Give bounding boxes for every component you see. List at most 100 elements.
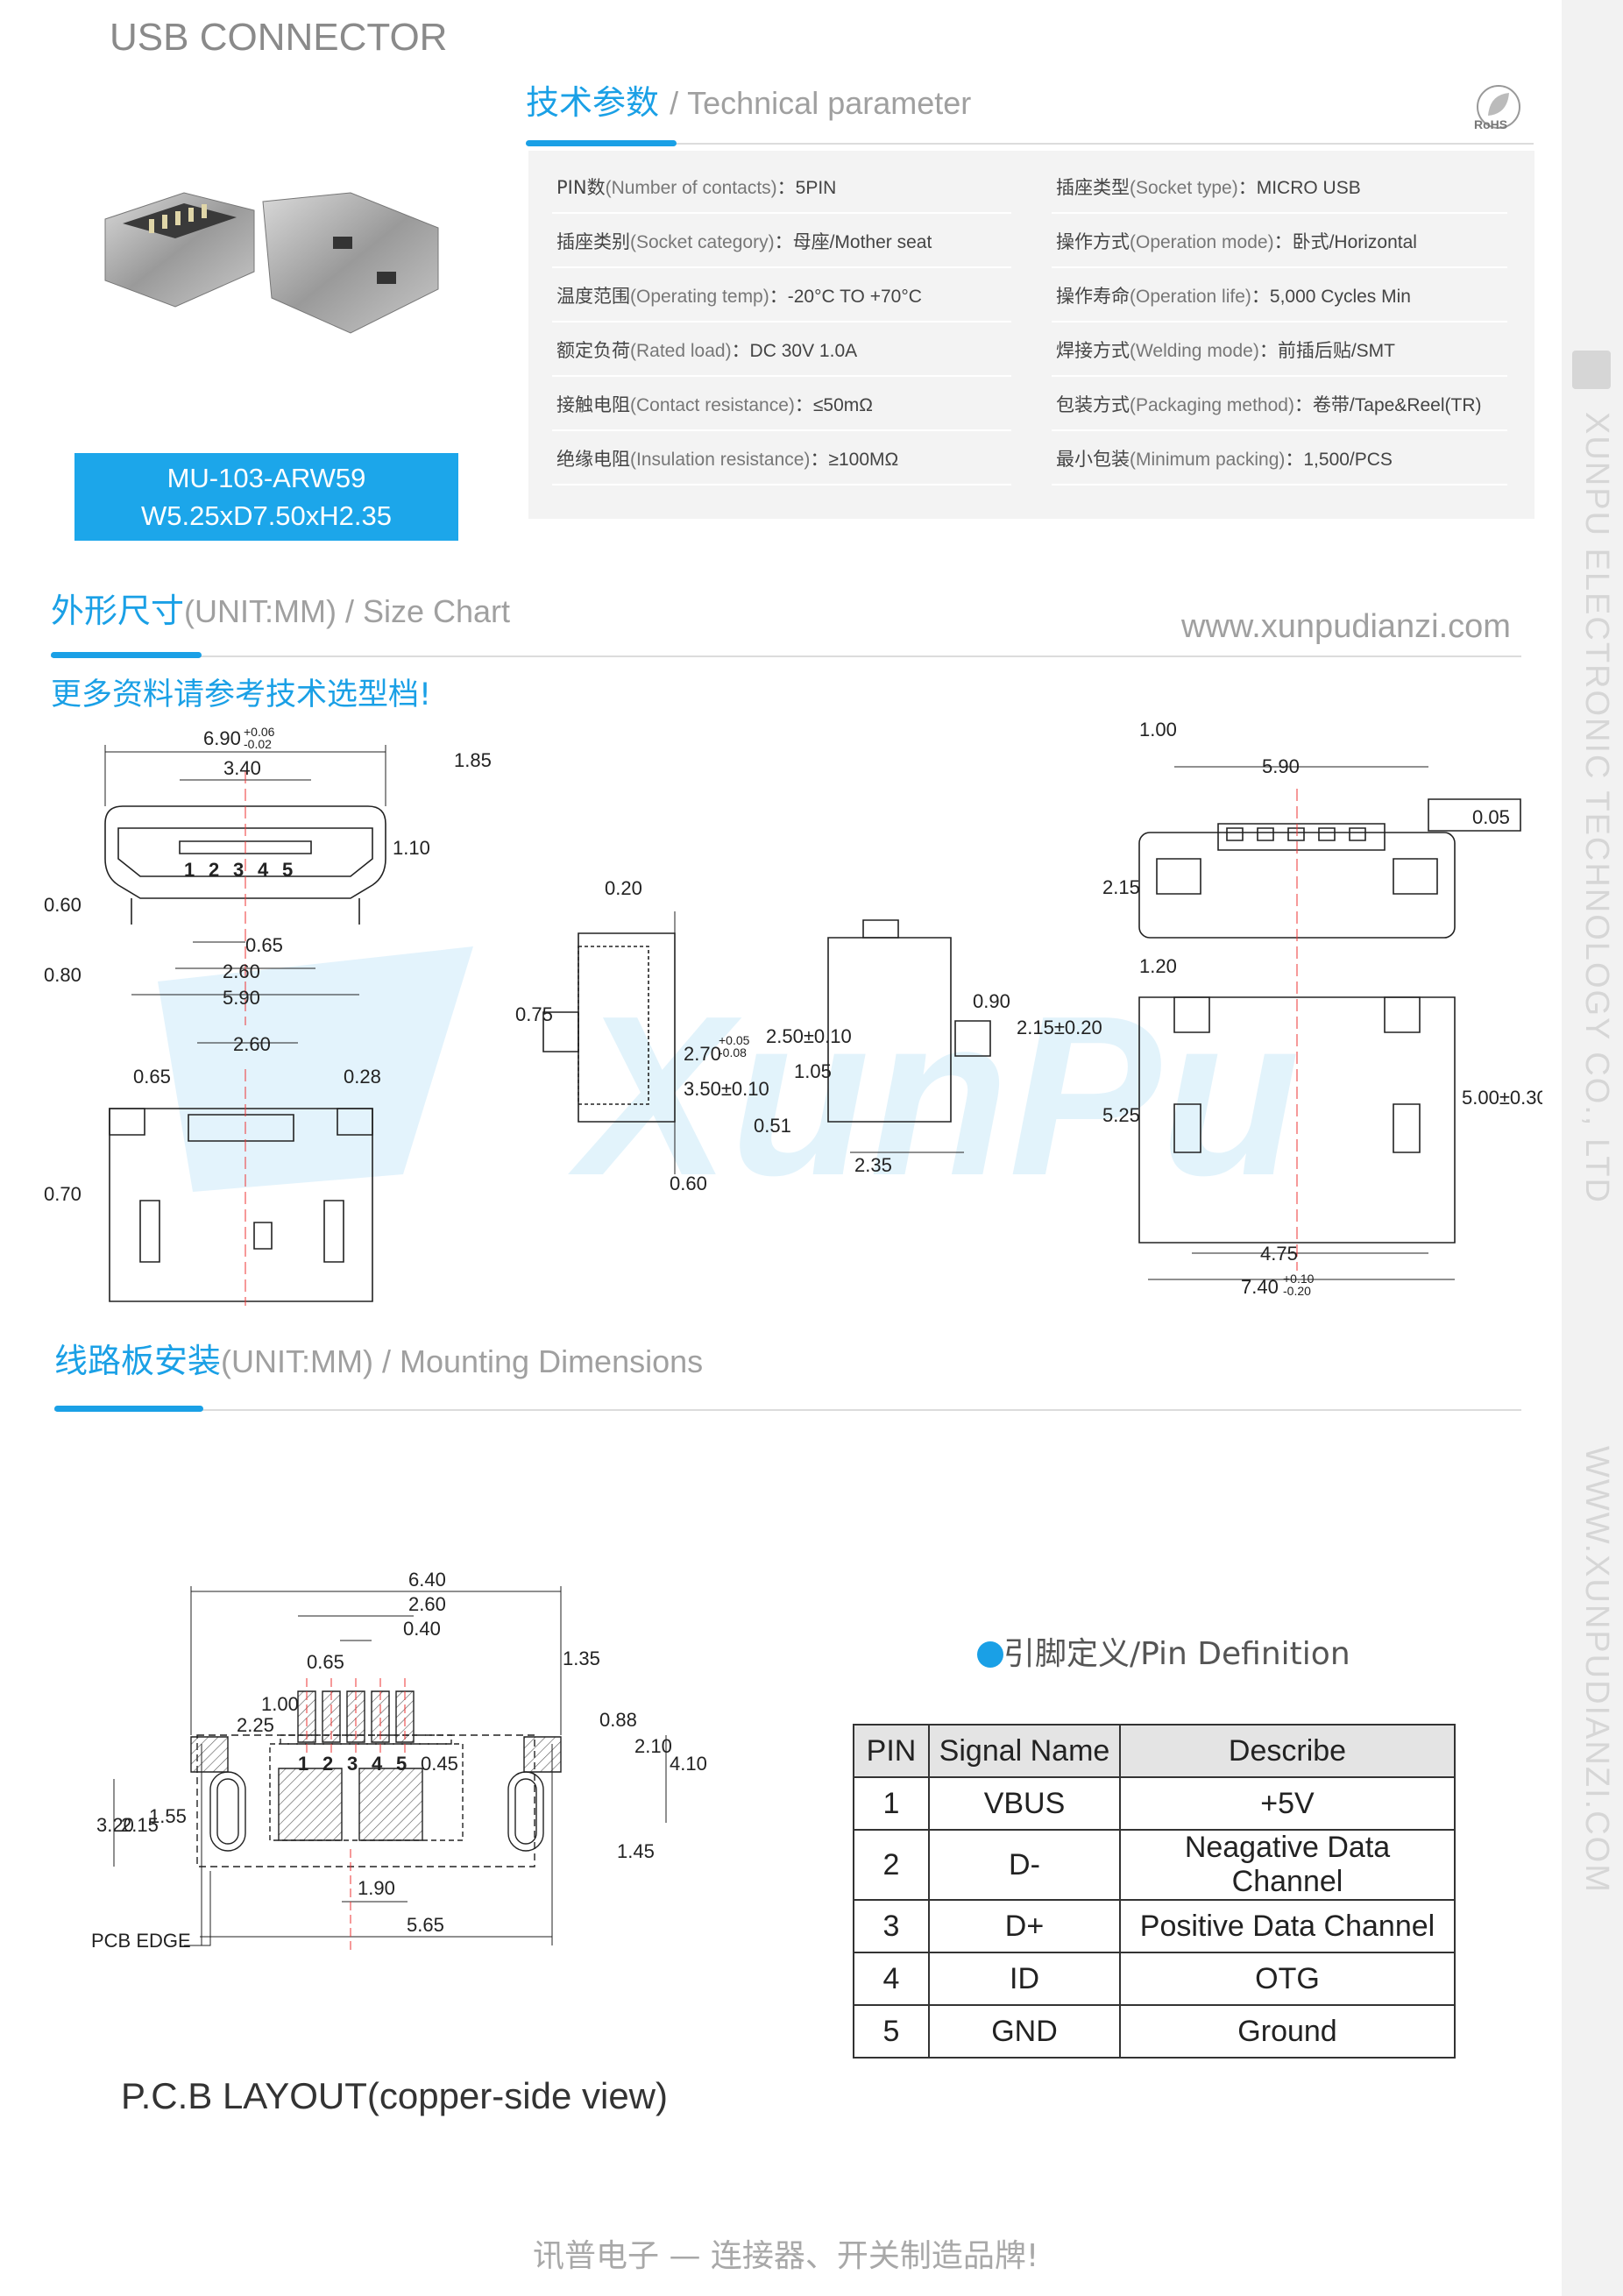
dim-p-2-25: 2.25 (237, 1714, 274, 1736)
param-right-3: 焊接方式(Welding mode)：前插后贴/SMT (1056, 337, 1395, 363)
param-divider (552, 375, 1011, 377)
dim-5-90a: 5.90 (223, 987, 260, 1009)
pin-cell: 3 (853, 1899, 930, 1953)
param-label-en: (Rated load) (630, 341, 732, 361)
pin-number-3: 3 (233, 859, 244, 881)
describe-cell: +5V (1119, 1776, 1456, 1831)
param-value: ：5,000 Cycles Min (1251, 287, 1411, 307)
param-label-cn: 接触电阻 (556, 394, 630, 415)
param-left-0: PIN数(Number of contacts)：5PIN (556, 174, 836, 200)
param-label-cn: 操作寿命 (1056, 286, 1130, 307)
dim-p-0-65: 0.65 (307, 1651, 344, 1673)
param-value: ：前插后贴/SMT (1258, 341, 1396, 361)
dim-tol-p010: +0.10 (1283, 1272, 1315, 1286)
param-label-cn: 焊接方式 (1056, 340, 1130, 361)
table-header-row: PIN Signal Name Describe (853, 1724, 1456, 1778)
dim-2-60b: 2.60 (233, 1033, 271, 1055)
dim-1-05: 1.05 (794, 1060, 832, 1082)
param-divider (1052, 375, 1507, 377)
mounting-title-en: (UNIT:MM) / Mounting Dimensions (221, 1343, 704, 1379)
mounting-title-cn: 线路板安装 (54, 1342, 222, 1380)
size-chart-title-cn: 外形尺寸 (51, 592, 185, 630)
dim-1-10: 1.10 (393, 837, 430, 859)
signal-cell: GND (928, 2004, 1121, 2059)
size-chart-rule-accent (51, 652, 202, 658)
signal-cell: D- (928, 1829, 1121, 1901)
pin-number-2: 2 (209, 859, 219, 881)
param-label-en: (Operation life) (1130, 287, 1251, 307)
param-label-en: (Contact resistance) (630, 395, 795, 415)
tech-title-en: / Technical parameter (670, 85, 972, 121)
dim-2-60a: 2.60 (223, 960, 260, 982)
xunpu-watermark: XunPu (158, 946, 1300, 1223)
pcb-pin-number-1: 1 (298, 1753, 308, 1775)
param-value: ：5PIN (776, 178, 837, 198)
size-chart-title-en: (UNIT:MM) / Size Chart (184, 593, 511, 629)
dim-0-80: 0.80 (44, 964, 82, 986)
param-value: ：卷带/Tape&Reel(TR) (1293, 395, 1482, 415)
dim-0-60: 0.60 (44, 894, 82, 916)
param-value: ：1,500/PCS (1285, 450, 1393, 470)
model-dimensions: W5.25xD7.50xH2.35 (140, 500, 393, 531)
dim-3-50: 3.50±0.10 (684, 1078, 769, 1100)
dim-p-1-55: 1.55 (149, 1805, 187, 1827)
param-right-1: 操作方式(Operation mode)：卧式/Horizontal (1056, 228, 1417, 254)
dim-0-90: 0.90 (973, 990, 1010, 1012)
dim-0-70: 0.70 (44, 1183, 82, 1205)
dim-2-35: 2.35 (854, 1154, 892, 1176)
header-signal-name: Signal Name (928, 1724, 1121, 1778)
param-label-cn: 额定负荷 (556, 340, 630, 361)
dim-tol-m020: -0.20 (1283, 1284, 1311, 1298)
bullet-dot-icon (977, 1641, 1003, 1668)
param-divider (1052, 212, 1507, 214)
dim-7-40: 7.40 (1241, 1276, 1279, 1298)
pcb-layout-drawing: 6.40 2.60 0.40 0.65 1.35 2.25 1.00 0.88 … (91, 1569, 707, 2042)
param-label-en: (Packaging method) (1130, 395, 1294, 415)
param-divider (552, 212, 1011, 214)
dim-0-20: 0.20 (605, 877, 642, 899)
dim-p-6-40: 6.40 (408, 1569, 446, 1591)
param-value: ：≤50mΩ (794, 395, 873, 415)
pin-number-5: 5 (282, 859, 293, 881)
pin-cell: 4 (853, 1952, 930, 2006)
dim-4-75: 4.75 (1260, 1243, 1298, 1265)
dim-p-2-15: 2.15 (121, 1814, 159, 1836)
param-label-cn: 插座类型 (1056, 177, 1130, 198)
dim-1-00: 1.00 (1139, 719, 1177, 741)
describe-cell: Neagative Data Channel (1119, 1829, 1456, 1901)
sidebar-url: WWW.XUNPUDIANZI.COM (1578, 1446, 1615, 1894)
param-divider (1052, 266, 1507, 268)
website-link[interactable]: www.xunpudianzi.com (1181, 608, 1511, 645)
pin-cell: 1 (853, 1776, 930, 1831)
dim-0-60b: 0.60 (670, 1173, 707, 1194)
model-number: MU-103-ARW59 (167, 463, 366, 493)
dim-0-51: 0.51 (754, 1115, 791, 1137)
describe-cell: Positive Data Channel (1119, 1899, 1456, 1953)
param-label-en: (Operation mode) (1130, 232, 1274, 252)
dim-1-85: 1.85 (454, 749, 492, 771)
header-describe: Describe (1119, 1724, 1456, 1778)
pcb-pin-number-2: 2 (322, 1753, 333, 1775)
param-label-en: (Socket category) (630, 232, 775, 252)
dim-0-75: 0.75 (515, 1003, 553, 1025)
tech-rule-accent (526, 140, 677, 146)
reference-note: 更多资料请参考技术选型档! (51, 677, 432, 712)
tech-rule (526, 143, 1534, 145)
dim-3-40: 3.40 (223, 757, 261, 779)
dim-p-2-10: 2.10 (634, 1735, 672, 1757)
dim-p-2-60: 2.60 (408, 1593, 446, 1615)
footer-slogan: 讯普电子 — 连接器、开关制造品牌! (533, 2238, 1039, 2274)
param-label-en: (Operating temp) (630, 287, 769, 307)
param-label-cn: 最小包装 (1056, 449, 1130, 470)
pin-number-1: 1 (184, 859, 195, 881)
pin-definition-title: 引脚定义/Pin Definition (977, 1628, 1350, 1674)
dim-p-5-65: 5.65 (407, 1914, 444, 1936)
dim-0-28: 0.28 (344, 1066, 381, 1088)
dim-p-1-35: 1.35 (563, 1648, 600, 1669)
signal-cell: ID (928, 1952, 1121, 2006)
signal-cell: D+ (928, 1899, 1121, 1953)
param-right-0: 插座类型(Socket type)：MICRO USB (1056, 174, 1361, 200)
